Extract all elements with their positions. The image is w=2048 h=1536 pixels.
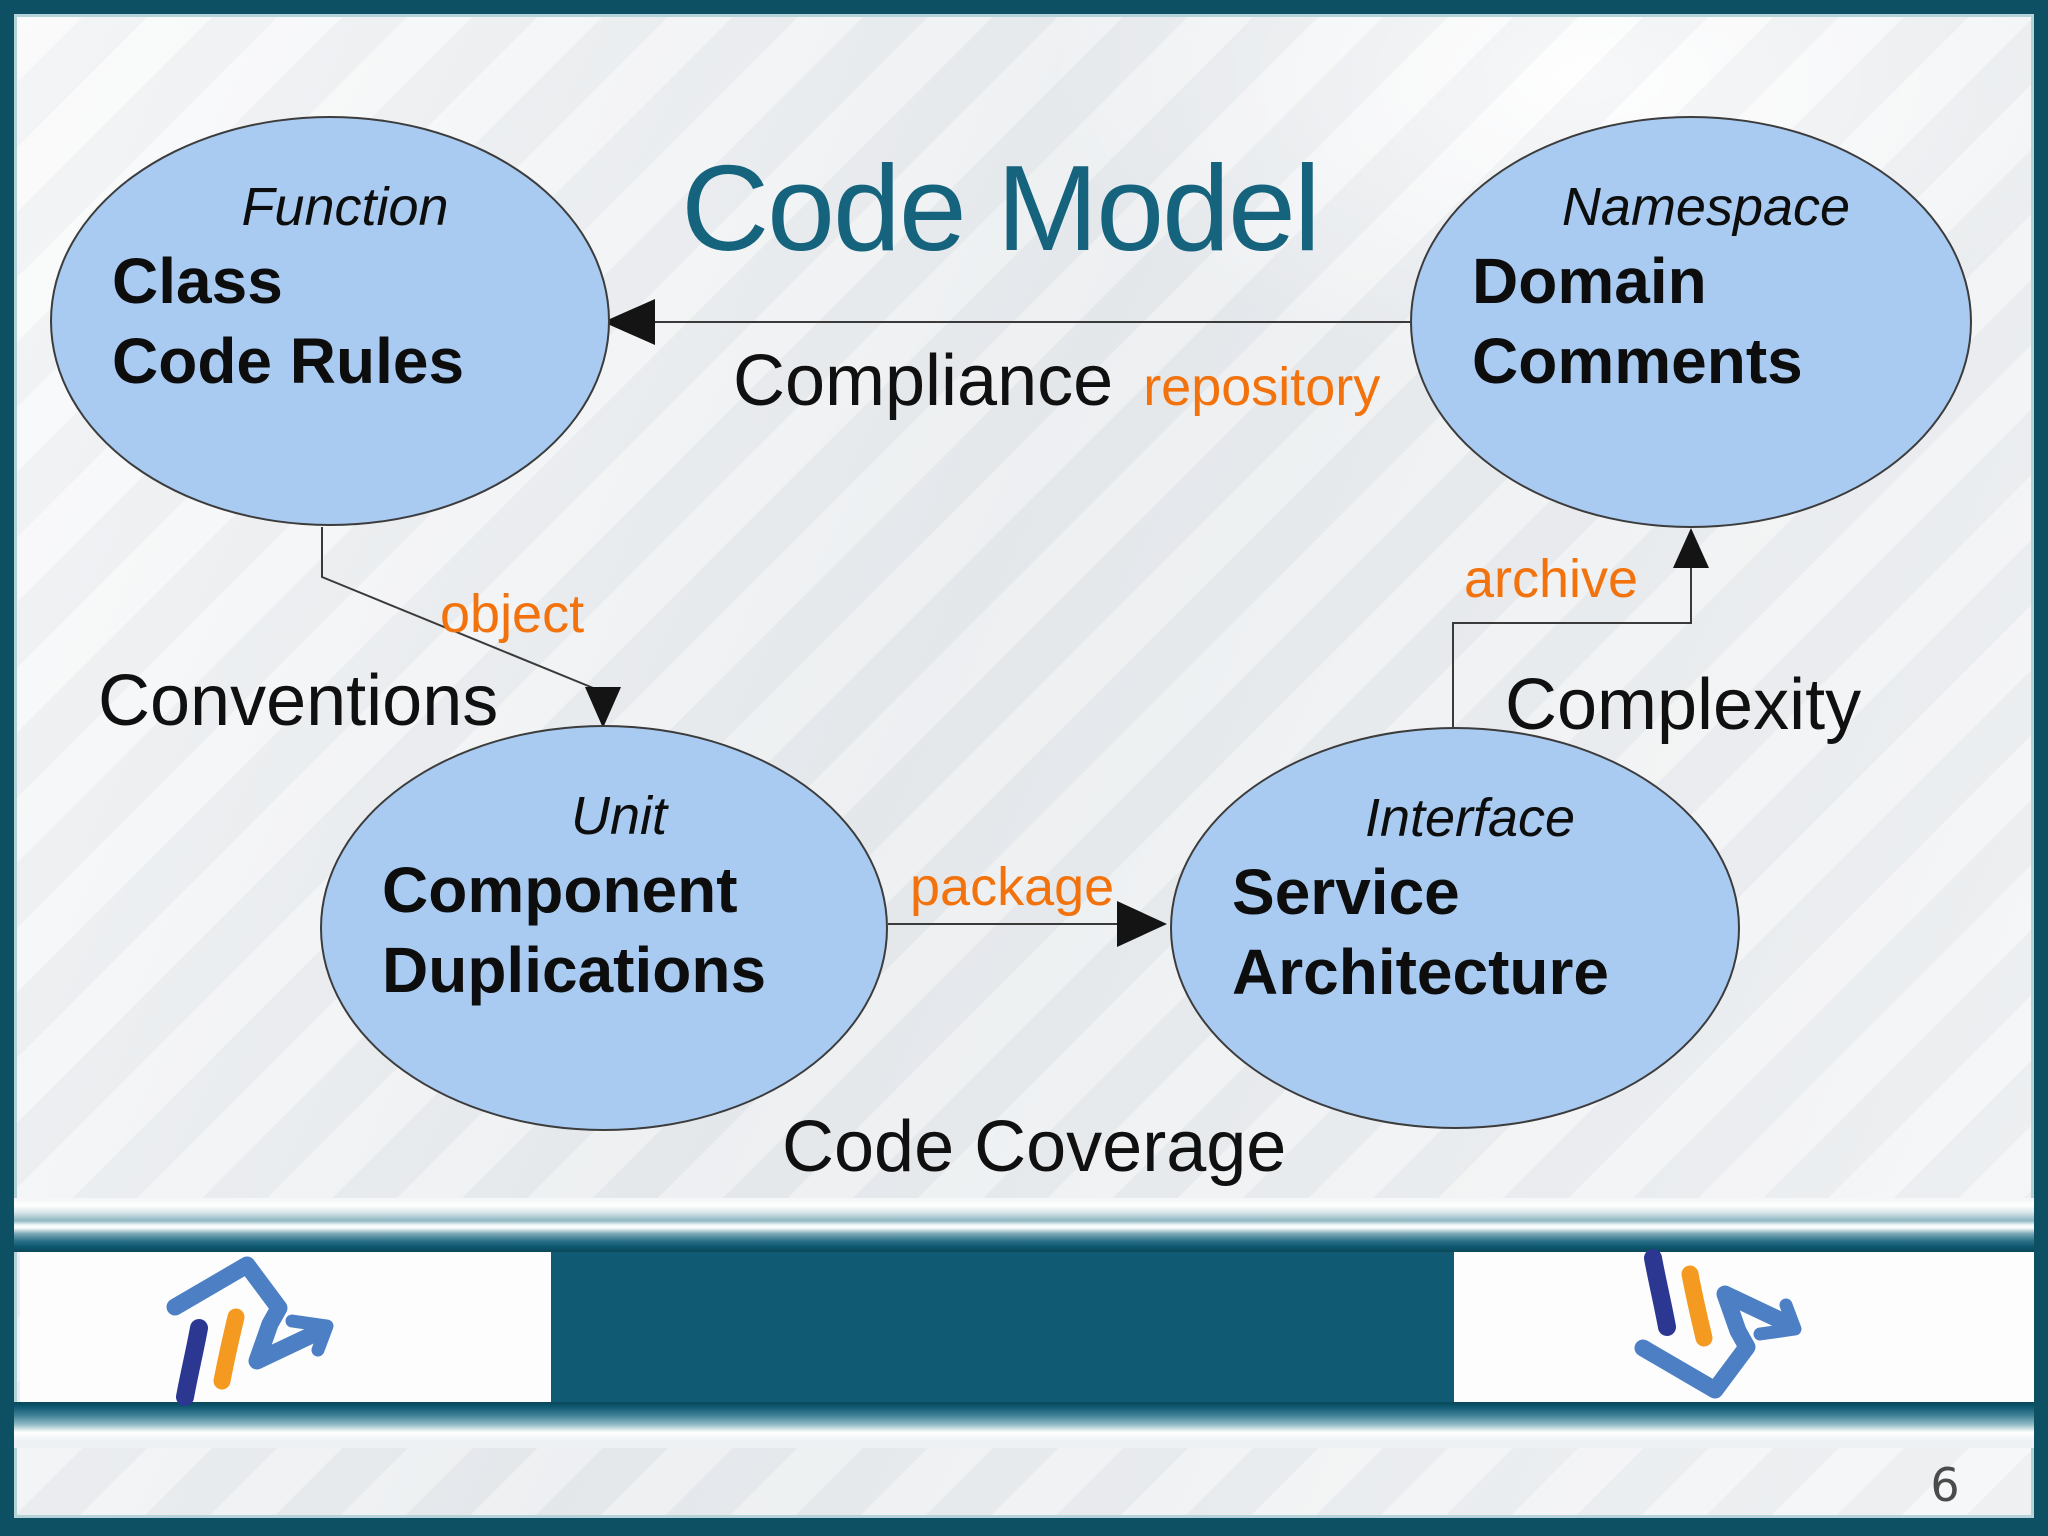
node-stereotype: Interface <box>1364 788 1576 848</box>
node-label-line: Class <box>112 245 283 317</box>
node-label-line: Comments <box>1472 325 1803 397</box>
page-number: 6 <box>1930 1458 1960 1512</box>
node-stereotype: Unit <box>570 786 668 846</box>
node-stereotype: Function <box>241 177 449 237</box>
node-component-duplications: Unit Component Duplications <box>320 725 888 1131</box>
footer-bottom-stripe <box>14 1402 2034 1448</box>
node-label-line: Code Rules <box>112 325 465 397</box>
node-domain-comments: Namespace Domain Comments <box>1410 116 1972 528</box>
compliance-edge-label: Compliance repository <box>733 340 1380 422</box>
hand-drawn-arrow-up-logo-icon <box>166 1256 334 1406</box>
node-label-line: Duplications <box>382 934 767 1006</box>
code-coverage-label: Code Coverage <box>782 1107 1287 1187</box>
complexity-label: Complexity <box>1505 665 1862 745</box>
node-label-line: Component <box>382 854 738 926</box>
repository-label: repository <box>1143 357 1381 417</box>
page-title: Code Model <box>681 140 1321 276</box>
hand-drawn-arrow-down-logo-icon <box>1634 1249 1802 1399</box>
footer-top-stripe <box>14 1198 2034 1252</box>
node-label-line: Architecture <box>1232 936 1609 1008</box>
node-stereotype: Namespace <box>1561 177 1851 237</box>
conventions-label: Conventions <box>98 661 499 741</box>
node-service-architecture: Interface Service Architecture <box>1170 727 1740 1129</box>
node-class-code-rules: Function Class Code Rules <box>50 116 610 526</box>
footer-left-logo-box <box>20 1252 551 1402</box>
package-label: package <box>910 857 1115 917</box>
compliance-label: Compliance <box>733 341 1114 421</box>
object-label: object <box>440 584 585 644</box>
archive-label: archive <box>1464 549 1639 609</box>
node-label-line: Service <box>1232 856 1460 928</box>
footer-teal-bar <box>551 1252 1454 1402</box>
node-label-line: Domain <box>1472 245 1707 317</box>
